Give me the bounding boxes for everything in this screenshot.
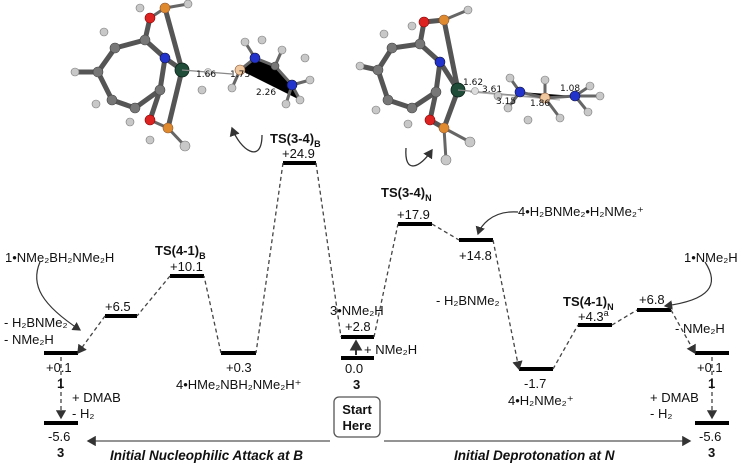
add-nme2h: + NMe₂H: [364, 342, 417, 357]
start-here-line1: Start: [342, 402, 372, 417]
start-here-line2: Here: [343, 418, 372, 433]
prod1-left-label: 1: [57, 376, 64, 391]
energy-connectors: [55, 162, 718, 420]
final-left-energy: -5.6: [48, 429, 70, 444]
int1-right-label: 1•NMe₂H: [684, 250, 738, 265]
mechanism-b-title: Initial Deprotonation at N: [454, 448, 615, 463]
start-here-button[interactable]: Start Here: [333, 396, 381, 438]
int1-left-label: 1•NMe₂BH₂NMe₂H: [5, 250, 114, 265]
left-molecule-structure: [70, 0, 315, 152]
dmab-right: + DMAB: [650, 390, 699, 405]
int4-left-energy: +0.3: [226, 360, 252, 375]
right-dist-4: 1.86: [530, 99, 550, 109]
loss-right: - H₂BNMe₂: [436, 293, 500, 308]
ts34n-energy: +17.9: [397, 207, 430, 222]
prod1-left-energy: +0.1: [46, 360, 72, 375]
ts41n-energy: +4.3a: [578, 308, 609, 324]
loss-h2bnme2-left: - H₂BNMe₂: [4, 315, 68, 330]
ts34b-label: TS(3-4)B: [270, 131, 321, 149]
start-energy: 0.0: [345, 361, 363, 376]
final-right-energy: -5.6: [699, 429, 721, 444]
left-structure-arrow: [229, 126, 263, 153]
loss-nme2h-right: - NMe₂H: [675, 321, 725, 336]
complex-label: 3•NMe₂H: [330, 303, 384, 318]
left-dist-3: 2.26: [256, 88, 276, 98]
right-dist-3: 3.15: [496, 97, 516, 107]
final-right-label: 3: [708, 445, 715, 460]
ts41n-label: TS(4-1)N: [563, 294, 614, 312]
int1-left-energy: +6.5: [105, 299, 131, 314]
loss-nme2h-left: - NMe₂H: [4, 332, 54, 347]
int4-right-label: 4•H₂NMe₂⁺: [508, 393, 574, 408]
final-left-label: 3: [57, 445, 64, 460]
ts34n-label: TS(3-4)N: [381, 185, 432, 203]
prod1-right-label: 1: [708, 376, 715, 391]
int-right-energy: +14.8: [459, 248, 492, 263]
right-label-arrow: [663, 261, 713, 310]
right-dist-2: 3.61: [482, 85, 502, 95]
int4-left-label: 4•HMe₂NBH₂NMe₂H⁺: [176, 377, 302, 392]
prod1-right-energy: +0.1: [697, 360, 723, 375]
ts41b-label: TS(4-1)B: [155, 243, 206, 261]
right-dist-5: 1.08: [560, 84, 580, 94]
right-structure-arrow: [405, 147, 433, 167]
start-label: 3: [353, 377, 360, 392]
h2-left: - H₂: [72, 406, 94, 421]
h2-right: - H₂: [650, 406, 672, 421]
ts41b-energy: +10.1: [170, 259, 203, 274]
right-dist-1: 1.62: [463, 78, 483, 88]
int1-right-energy: +6.8: [639, 292, 665, 307]
left-dist-2: 1.73: [230, 70, 250, 80]
dmab-left: + DMAB: [72, 390, 121, 405]
int-right-label: 4•H₂BNMe₂•H₂NMe₂⁺: [518, 204, 644, 219]
complex-energy: +2.8: [345, 319, 371, 334]
right-molecule-structure: [355, 5, 605, 166]
energy-levels: [44, 161, 729, 425]
left-label-arrow: [36, 261, 82, 331]
left-dist-1: 1.66: [196, 70, 216, 80]
mechanism-a-title: Initial Nucleophilic Attack at B: [110, 448, 303, 463]
ts34b-energy: +24.9: [282, 146, 315, 161]
int4-right-energy: -1.7: [524, 376, 546, 391]
mid-label-arrow: [475, 211, 519, 236]
